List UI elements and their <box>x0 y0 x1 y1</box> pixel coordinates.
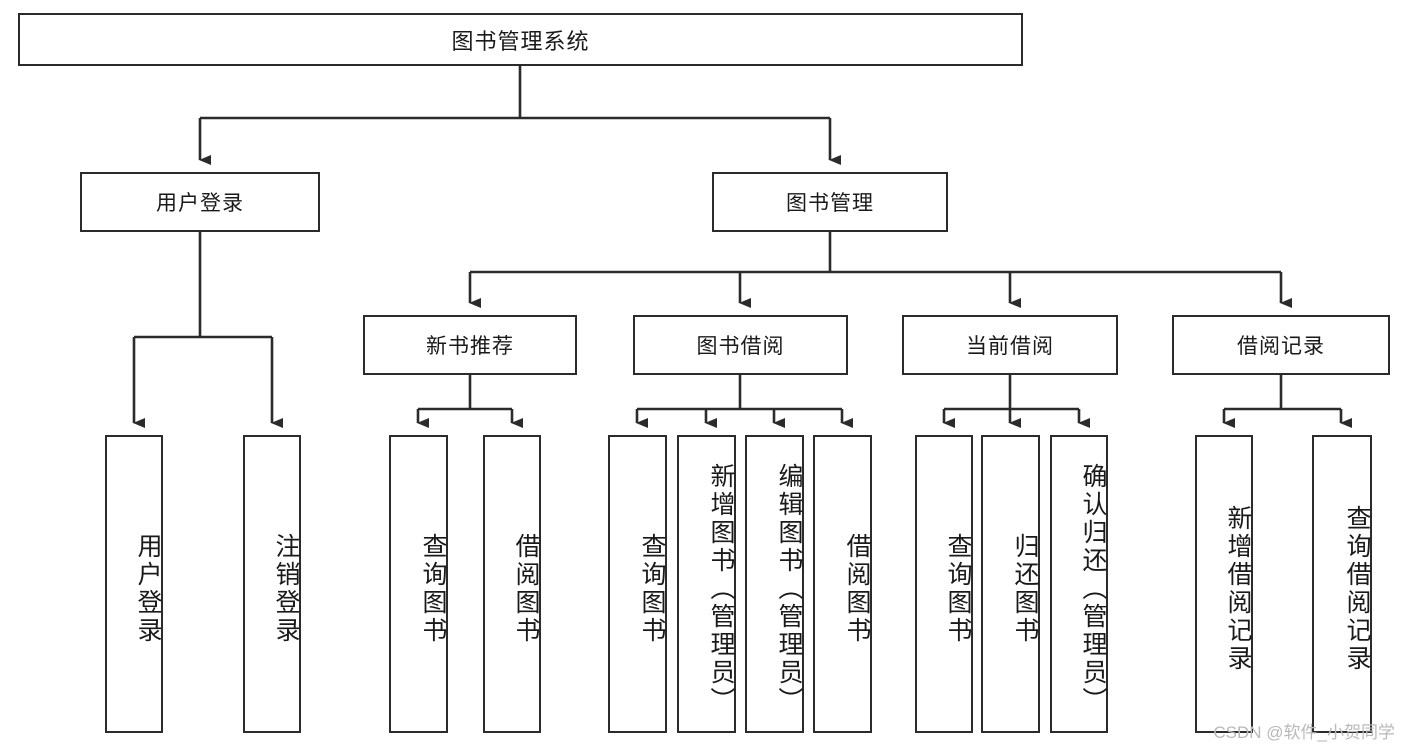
node-book-management[interactable]: 图书管理 <box>712 172 948 232</box>
node-current-borrow[interactable]: 当前借阅 <box>902 315 1118 375</box>
leaf-user-login-login[interactable]: 用户登录 <box>105 435 163 733</box>
csdn-watermark: CSDN @软件_小贺同学 <box>1213 723 1395 742</box>
leaf-borrow-record-query-record[interactable]: 查询借阅记录 <box>1312 435 1372 733</box>
leaf-book-borrow-query-book[interactable]: 查询图书 <box>608 435 667 733</box>
leaf-book-borrow-borrow-book[interactable]: 借阅图书 <box>813 435 872 733</box>
leaf-new-book-borrow-book[interactable]: 借阅图书 <box>483 435 541 733</box>
leaf-user-login-logout[interactable]: 注销登录 <box>243 435 301 733</box>
leaf-current-borrow-confirm-return-admin[interactable]: 确认归还（管理员） <box>1050 435 1108 733</box>
leaf-new-book-query-book[interactable]: 查询图书 <box>389 435 448 733</box>
node-user-login[interactable]: 用户登录 <box>80 172 320 232</box>
node-borrow-record[interactable]: 借阅记录 <box>1172 315 1390 375</box>
node-book-borrow[interactable]: 图书借阅 <box>633 315 848 375</box>
leaf-book-borrow-add-book-admin[interactable]: 新增图书（管理员） <box>677 435 736 733</box>
leaf-current-borrow-query-book[interactable]: 查询图书 <box>915 435 973 733</box>
node-new-book-recommend[interactable]: 新书推荐 <box>363 315 577 375</box>
leaf-borrow-record-add-record[interactable]: 新增借阅记录 <box>1195 435 1253 733</box>
node-root-book-management-system[interactable]: 图书管理系统 <box>18 13 1023 66</box>
leaf-current-borrow-return-book[interactable]: 归还图书 <box>981 435 1040 733</box>
leaf-book-borrow-edit-book-admin[interactable]: 编辑图书（管理员） <box>745 435 804 733</box>
